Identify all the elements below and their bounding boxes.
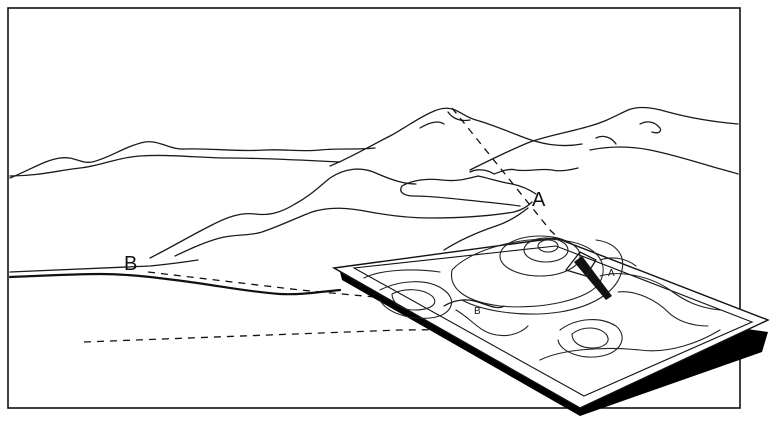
label-map-b: B xyxy=(474,306,481,317)
right-mountain-detail xyxy=(596,122,661,144)
winding-ridge-2 xyxy=(478,176,536,194)
label-point-b: B xyxy=(124,253,137,275)
right-slope-detail xyxy=(470,168,578,174)
label-map-a: A xyxy=(608,268,615,279)
far-ridge-left xyxy=(10,142,375,178)
foreground-slope xyxy=(10,274,340,294)
foreground-slope-2 xyxy=(10,260,198,272)
winding-ridge xyxy=(401,176,520,206)
label-point-a: A xyxy=(532,189,546,211)
right-spur xyxy=(590,147,738,174)
right-mountain xyxy=(470,107,738,170)
